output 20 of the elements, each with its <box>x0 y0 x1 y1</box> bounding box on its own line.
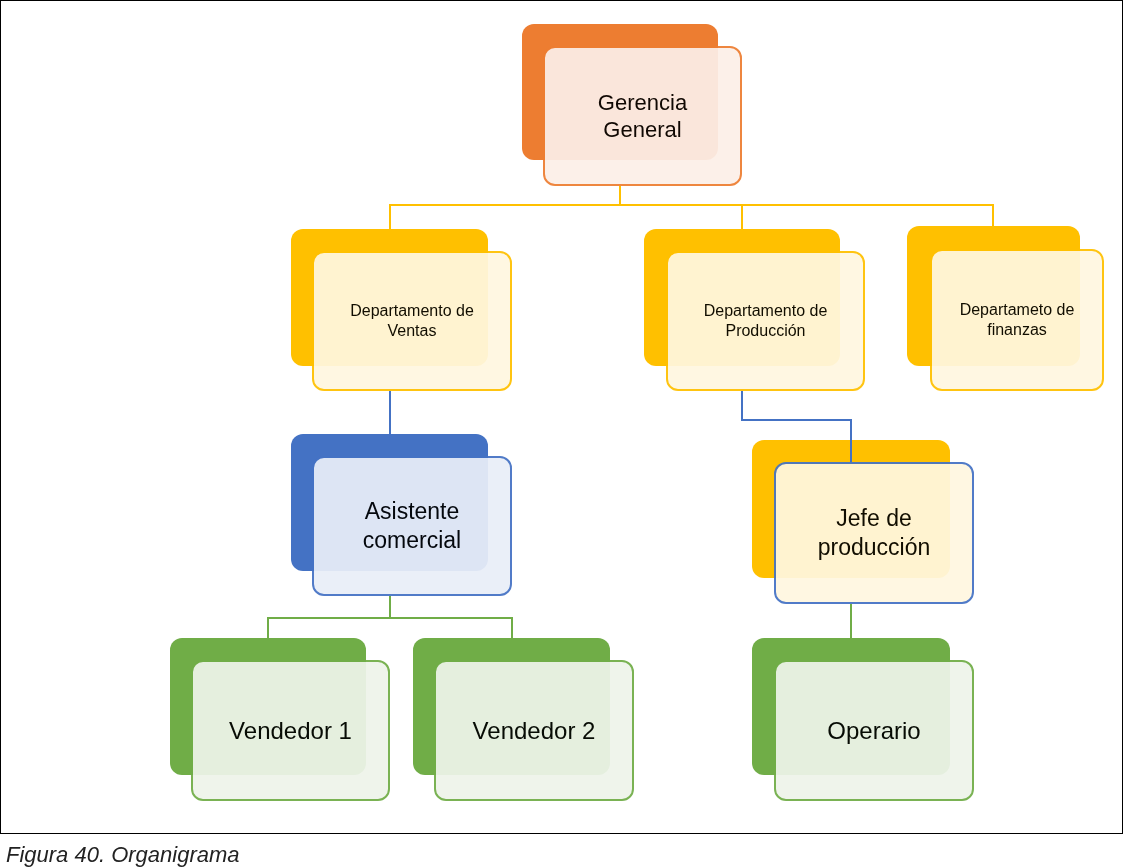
box-label: Departamento de Ventas <box>349 301 475 341</box>
box-label: Jefe de producción <box>816 504 932 562</box>
box-label: Departameto de finanzas <box>958 300 1076 340</box>
org-box <box>434 660 634 801</box>
org-box <box>312 251 512 391</box>
org-box <box>930 249 1104 391</box>
org-box <box>543 46 742 186</box>
org-box <box>774 660 974 801</box>
figure-caption: Figura 40. Organigrama <box>6 841 240 867</box>
box-label: Operario <box>827 715 921 746</box>
box-label: Vendedor 2 <box>472 715 596 746</box>
connector-line <box>741 390 852 463</box>
box-label: Gerencia General <box>596 88 689 144</box>
box-label: Departamento de Producción <box>702 301 829 341</box>
box-label: Asistente comercial <box>361 497 463 555</box>
org-box <box>666 251 865 391</box>
org-box <box>191 660 390 801</box>
org-box <box>312 456 512 596</box>
org-box <box>774 462 974 604</box>
box-label: Vendedor 1 <box>229 715 352 746</box>
